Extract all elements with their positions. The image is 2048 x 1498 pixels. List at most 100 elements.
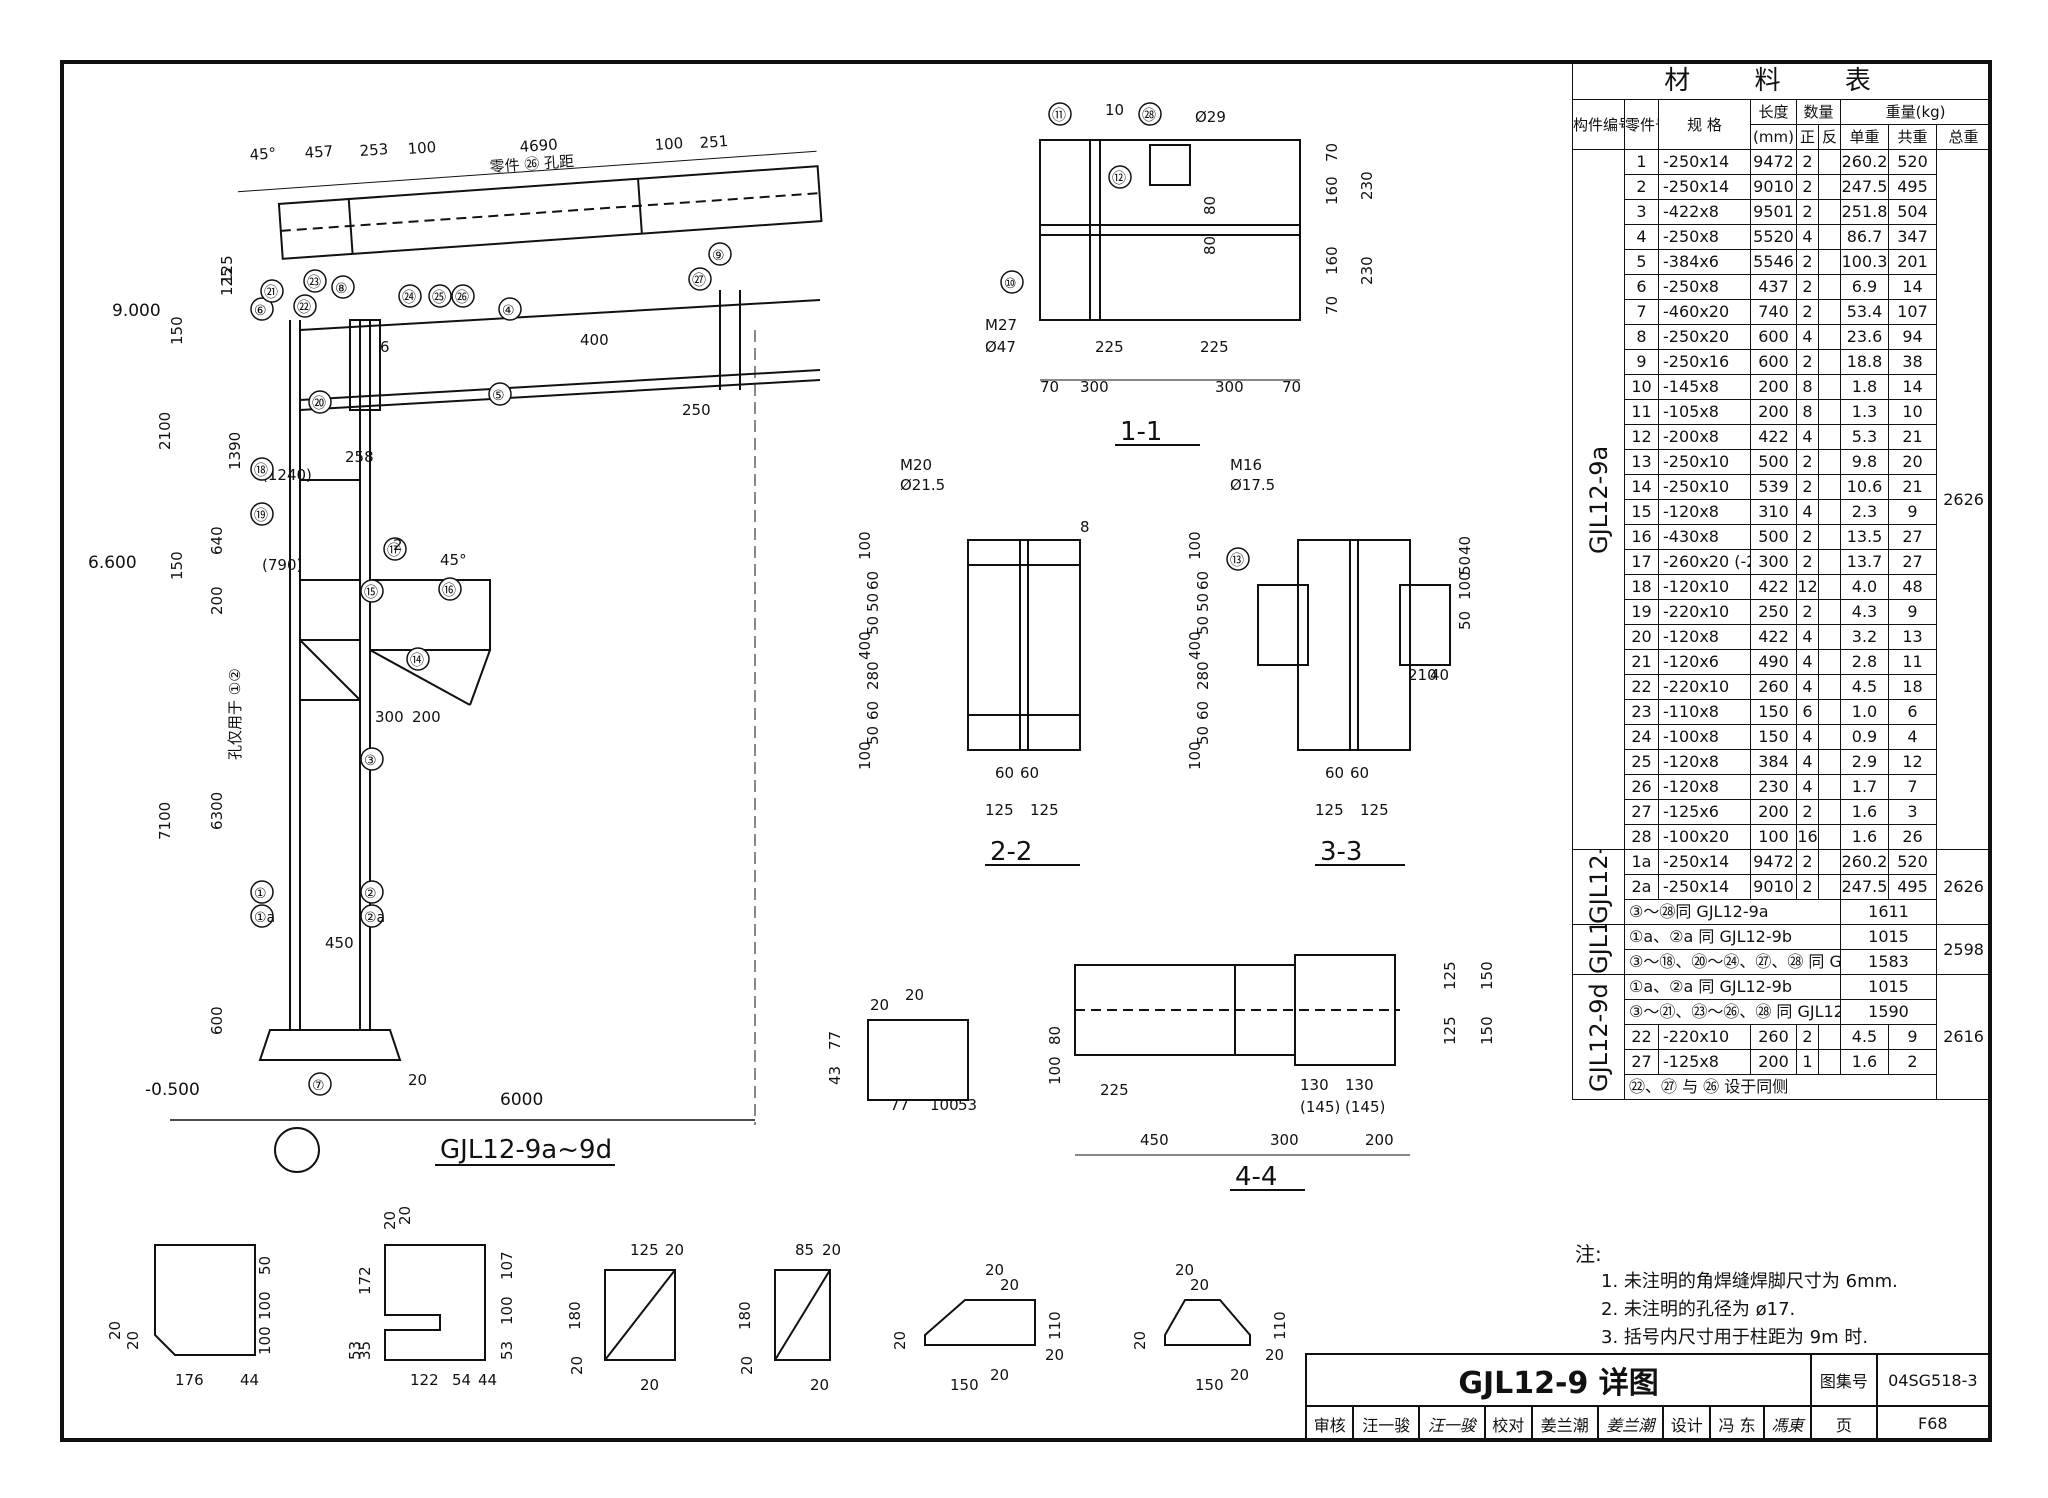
cell-qty-neg	[1818, 249, 1841, 275]
part-number-label: ⑤	[492, 388, 505, 404]
section-title-4-4: 4-4	[1235, 1162, 1277, 1192]
dimension-label: 160	[1323, 246, 1341, 275]
dimension-label: 125	[218, 255, 236, 284]
cell-qty-pos: 8	[1796, 374, 1819, 400]
cell-length: 5546	[1750, 249, 1797, 275]
part-26-dimension: 53	[958, 1096, 977, 1114]
beam-hole-note: 零件 ㉖ 孔距	[489, 152, 575, 176]
cell-spec: -200x8	[1658, 424, 1751, 450]
dimension-label: 50	[864, 616, 882, 635]
member-total-weight: 2598	[1935, 924, 1992, 975]
part-19-dimension: 100	[256, 1291, 274, 1320]
cell-length: 200	[1750, 399, 1797, 425]
cell-qty-pos: 4	[1796, 424, 1819, 450]
main-drawing-title: GJL12-9a~9d	[440, 1135, 612, 1165]
group-note-weight: 1015	[1840, 974, 1937, 1000]
cell-unit-weight: 1.6	[1840, 824, 1889, 850]
part-number-label: ②a	[364, 910, 385, 926]
part-11-dimension: 20	[810, 1376, 829, 1394]
part-23-dimension: 20	[1045, 1346, 1064, 1364]
hole-spec: Ø21.5	[900, 476, 945, 494]
cell-part-no: 18	[1624, 574, 1659, 600]
hole-spec: Ø29	[1195, 108, 1226, 126]
group-note-weight: 1590	[1840, 999, 1937, 1025]
part-22-dimension: 20	[396, 1206, 414, 1225]
page-label: 页	[1810, 1405, 1878, 1442]
group-note: ③～㉘同 GJL12-9a	[1624, 899, 1841, 925]
cell-qty-neg	[1818, 624, 1841, 650]
part-10-dimension: 20	[640, 1376, 659, 1394]
cell-part-no: 24	[1624, 724, 1659, 750]
part-number-label: ⑩	[1004, 276, 1017, 292]
cell-unit-weight: 9.8	[1840, 449, 1889, 475]
part-22-dimension: 44	[478, 1371, 497, 1389]
designer-name: 冯 东	[1709, 1405, 1765, 1442]
part-number-bubble	[293, 294, 317, 318]
table-row: ㉒、㉗ 与 ㉖ 设于同侧	[1573, 1074, 1991, 1100]
cell-total-weight: 107	[1888, 299, 1937, 325]
part-number-bubble	[360, 579, 384, 603]
cell-part-no: 2	[1624, 174, 1659, 200]
dimension-label: 80	[1046, 1026, 1064, 1045]
cell-spec: -422x8	[1658, 199, 1751, 225]
cell-unit-weight: 260.2	[1840, 849, 1889, 875]
cell-part-no: 6	[1624, 274, 1659, 300]
header-part-no: 零件号	[1624, 99, 1659, 150]
part-22-dimension: 53	[498, 1341, 516, 1360]
part-number-bubble	[360, 747, 384, 771]
part-number-bubble	[438, 577, 462, 601]
reviewer-name: 汪一骏	[1352, 1405, 1420, 1442]
header-qty: 数量	[1796, 99, 1841, 125]
part-number-bubble	[1048, 102, 1072, 126]
elevation-label: 9.000	[112, 301, 161, 321]
dimension-label: 2100	[156, 412, 174, 450]
dimension-label: 300	[1270, 1131, 1299, 1149]
cell-part-no: 20	[1624, 624, 1659, 650]
cell-qty-neg	[1818, 449, 1841, 475]
part-22-dimension: 20	[381, 1211, 399, 1230]
cell-qty-neg	[1818, 799, 1841, 825]
cell-unit-weight: 4.0	[1840, 574, 1889, 600]
cell-total-weight: 26	[1888, 824, 1937, 850]
cell-length: 150	[1750, 699, 1797, 725]
part-22-dimension: 122	[410, 1371, 439, 1389]
dimension-label: 60	[864, 701, 882, 720]
cell-unit-weight: 6.9	[1840, 274, 1889, 300]
cell-spec: -220x10	[1658, 674, 1751, 700]
cell-length: 9501	[1750, 199, 1797, 225]
dimension-label: 300	[1215, 378, 1244, 396]
part-11-dimension: 20	[738, 1356, 756, 1375]
cell-spec: -145x8	[1658, 374, 1751, 400]
cell-unit-weight: 1.8	[1840, 374, 1889, 400]
cell-length: 740	[1750, 299, 1797, 325]
part-number-label: ⑫	[1112, 171, 1126, 187]
cell-part-no: 27	[1624, 1049, 1659, 1075]
cell-unit-weight: 2.9	[1840, 749, 1889, 775]
member-total-weight: 2616	[1935, 974, 1992, 1100]
part-22-dimension: 54	[452, 1371, 471, 1389]
dimension-label: 70	[1282, 378, 1301, 396]
part-19-dimension: 20	[106, 1321, 124, 1340]
design-label: 设计	[1662, 1405, 1712, 1442]
part-number-label: ㉘	[1142, 108, 1156, 124]
part-number-label: ④	[502, 303, 515, 319]
bolt-spec: M16	[1230, 456, 1262, 474]
cell-qty-neg	[1818, 174, 1841, 200]
dimension-label: (1240)	[262, 466, 312, 484]
dimension-label: 100	[856, 531, 874, 560]
cell-qty-pos: 4	[1796, 724, 1819, 750]
cell-qty-neg	[1818, 749, 1841, 775]
cell-part-no: 1a	[1624, 849, 1659, 875]
dimension-label: 230	[1358, 171, 1376, 200]
cell-unit-weight: 251.8	[1840, 199, 1889, 225]
cell-part-no: 11	[1624, 399, 1659, 425]
cell-total-weight: 14	[1888, 374, 1937, 400]
cell-qty-neg	[1818, 424, 1841, 450]
